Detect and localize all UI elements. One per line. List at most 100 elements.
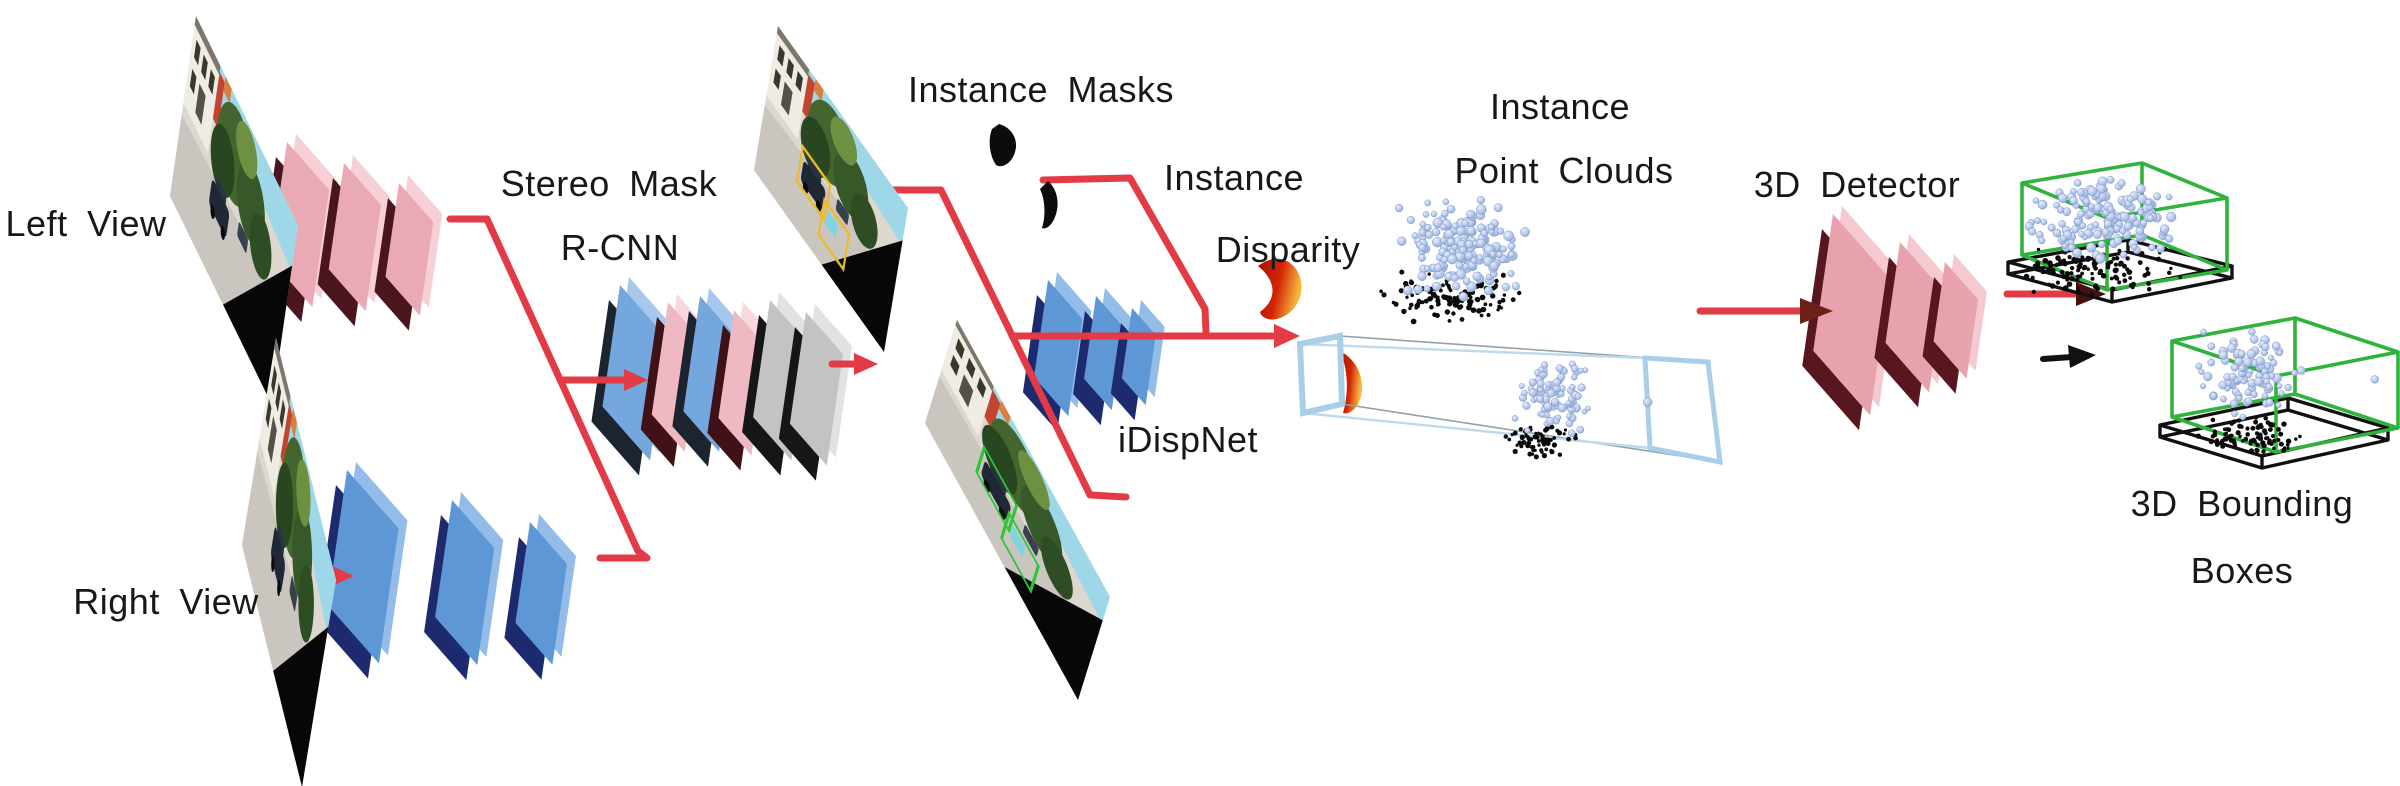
point: [2113, 262, 2118, 267]
point: [2031, 289, 2036, 294]
point: [2226, 427, 2232, 433]
point: [2128, 283, 2134, 288]
point: [1536, 395, 1545, 404]
point: [2254, 416, 2258, 420]
point: [2105, 261, 2111, 267]
point: [1420, 300, 1425, 305]
point: [2071, 225, 2080, 234]
point: [1452, 282, 1461, 291]
point: [2146, 214, 2155, 222]
point: [1417, 253, 1426, 262]
point: [2235, 430, 2241, 436]
point: [2036, 263, 2041, 268]
point: [1512, 448, 1518, 455]
point: [1403, 280, 1409, 287]
point: [2086, 267, 2090, 271]
point: [1408, 280, 1415, 286]
point: [1442, 198, 1450, 206]
point: [2023, 273, 2030, 280]
point: [2098, 268, 2104, 274]
point: [2298, 434, 2302, 439]
point: [2212, 429, 2218, 434]
point: [2276, 437, 2281, 443]
point: [2229, 421, 2235, 426]
point: [1520, 227, 1530, 237]
point: [1466, 226, 1476, 236]
point: [1479, 294, 1486, 301]
point: [2121, 263, 2127, 269]
point: [1512, 430, 1518, 436]
point: [2145, 270, 2151, 277]
point: [2165, 193, 2173, 201]
point: [1511, 282, 1520, 291]
point: [1464, 251, 1474, 261]
point: [1546, 388, 1556, 398]
point: [2220, 443, 2226, 449]
point: [2207, 358, 2215, 367]
point: [1455, 300, 1460, 305]
point: [2294, 437, 2298, 441]
point: [1518, 383, 1525, 390]
point: [1446, 204, 1456, 214]
point: [1415, 302, 1420, 307]
point: [2077, 258, 2082, 262]
point: [1419, 221, 1427, 228]
point: [2200, 328, 2207, 336]
point: [2268, 354, 2275, 361]
point: [1501, 282, 1510, 292]
point: [1462, 277, 1471, 286]
point: [2093, 203, 2103, 213]
point: [1517, 290, 1522, 296]
point: [2227, 343, 2237, 353]
point: [1476, 204, 1487, 215]
arrowhead-dark: [1800, 298, 1833, 324]
point: [1430, 210, 1438, 218]
point: [2122, 272, 2127, 277]
point: [2272, 438, 2277, 443]
point: [2229, 433, 2234, 438]
point: [2240, 378, 2247, 385]
point: [1574, 392, 1582, 400]
point: [2203, 372, 2213, 382]
point: [2231, 438, 2236, 443]
point: [2198, 368, 2205, 375]
point: [2119, 227, 2127, 235]
point: [1402, 285, 1413, 296]
point: [1490, 293, 1496, 299]
point: [2065, 274, 2070, 278]
point: [2159, 224, 2170, 234]
point: [1422, 211, 1430, 218]
point: [2093, 266, 2098, 271]
point: [2153, 192, 2162, 201]
point: [1507, 251, 1515, 259]
point: [1429, 296, 1434, 300]
point: [2248, 328, 2256, 336]
point: [2090, 276, 2095, 281]
network-layer-slab: [328, 163, 381, 312]
point: [1570, 364, 1579, 373]
point: [2275, 402, 2282, 409]
point: [1495, 251, 1503, 259]
point: [1476, 238, 1486, 248]
point: [2034, 217, 2041, 224]
point: [1439, 288, 1443, 293]
point: [2106, 265, 2111, 270]
point: [2052, 271, 2056, 275]
point: [1566, 413, 1572, 420]
point: [2239, 413, 2247, 421]
point: [2089, 292, 2094, 297]
point: [2110, 286, 2116, 292]
point: [1425, 230, 1434, 239]
point: [1440, 255, 1449, 264]
black-ground-box: [2158, 396, 2390, 470]
point: [2260, 440, 2266, 446]
point: [2238, 364, 2246, 372]
point: [1391, 300, 1396, 305]
point: [1555, 428, 1560, 433]
point: [2236, 418, 2241, 423]
point: [2278, 431, 2284, 437]
arrowhead: [624, 369, 648, 391]
point: [2115, 256, 2120, 261]
point: [1517, 440, 1523, 446]
point: [1533, 448, 1537, 452]
